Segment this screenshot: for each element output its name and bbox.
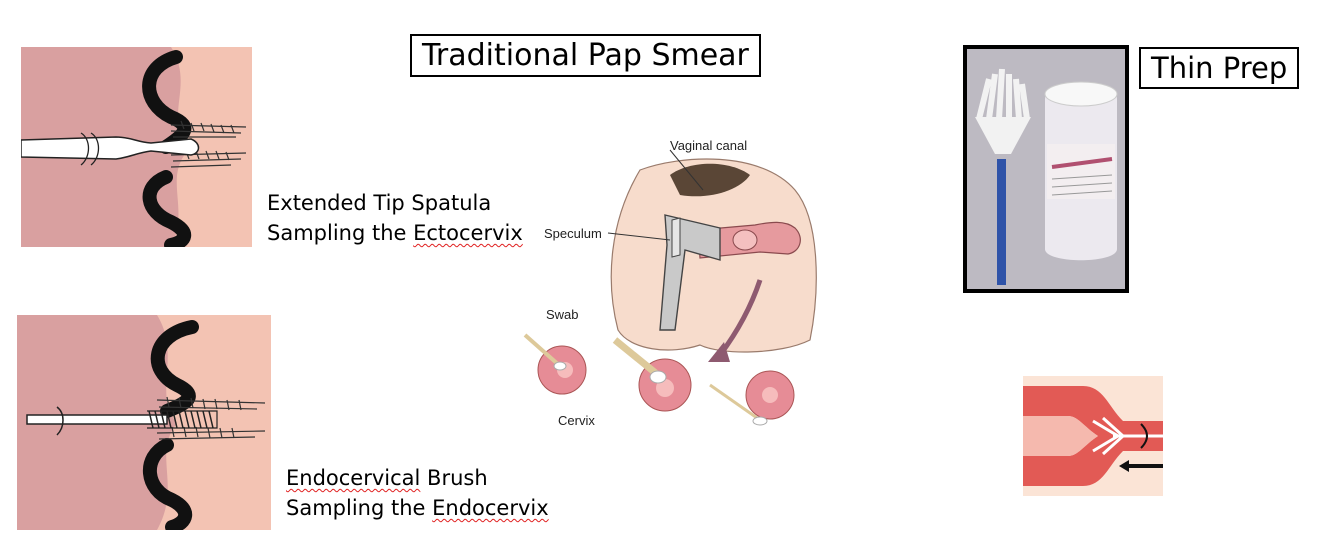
brush-caption: Endocervical Brush Sampling the Endocerv… xyxy=(286,463,549,523)
label-vaginal-canal: Vaginal canal xyxy=(670,138,748,153)
spatula-caption: Extended Tip Spatula Sampling the Ectoce… xyxy=(267,188,523,248)
brush-caption-suffix: Brush xyxy=(420,466,488,490)
thin-prep-title: Thin Prep xyxy=(1139,47,1300,89)
label-swab: Swab xyxy=(546,307,579,322)
ectocervix-term: Ectocervix xyxy=(413,221,523,245)
brush-illustration xyxy=(17,315,271,530)
pap-smear-procedure-diagram: Vaginal canal Speculum Swab Cervix xyxy=(520,130,830,440)
label-cervix: Cervix xyxy=(558,413,595,428)
spatula-illustration xyxy=(21,47,252,247)
label-speculum: Speculum xyxy=(544,226,602,241)
spatula-caption-line2: Sampling the Ectocervix xyxy=(267,218,523,248)
thinprep-brush-illustration xyxy=(1023,376,1163,496)
swab-sampling-steps xyxy=(523,333,795,426)
brush-caption-line2: Sampling the Endocervix xyxy=(286,493,549,523)
traditional-pap-smear-title: Traditional Pap Smear xyxy=(410,34,761,77)
brush-caption-prefix: Sampling the xyxy=(286,496,433,520)
brush-caption-line1: Endocervical Brush xyxy=(286,463,549,493)
thinprep-product-photo xyxy=(963,45,1129,293)
endocervix-term: Endocervix xyxy=(432,496,549,520)
spatula-caption-prefix: Sampling the xyxy=(267,221,414,245)
endocervical-term: Endocervical xyxy=(286,466,421,490)
spatula-caption-line1: Extended Tip Spatula xyxy=(267,191,492,215)
